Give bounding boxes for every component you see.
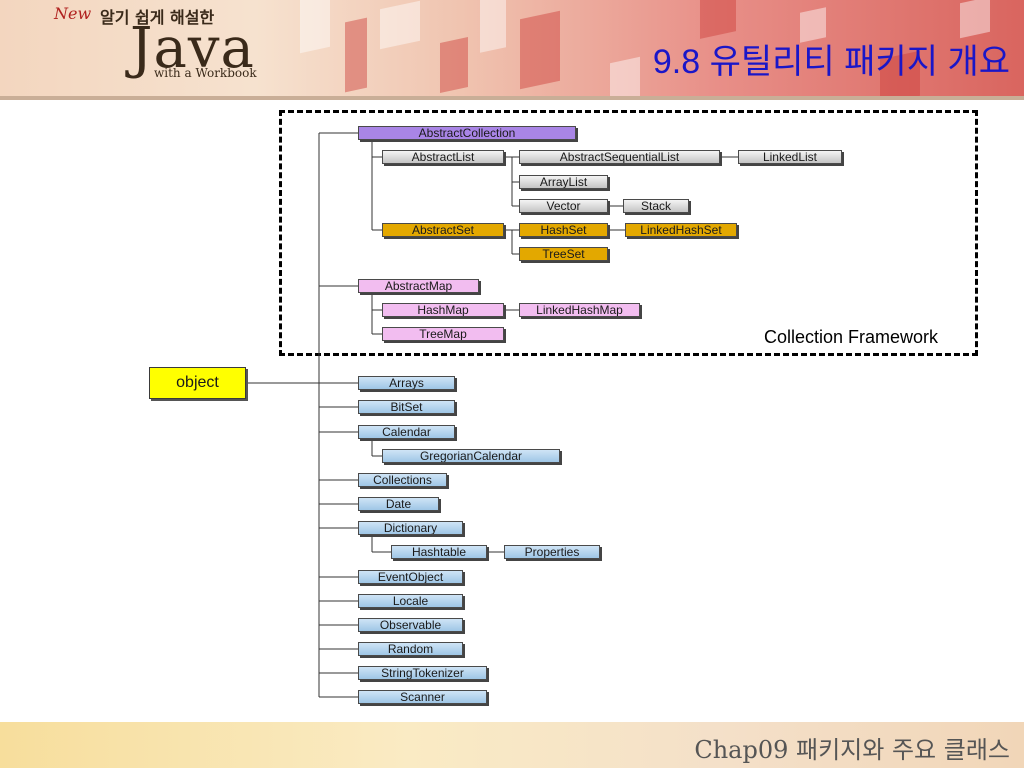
logo-korean-text: 알기 쉽게 해설한 — [100, 8, 215, 27]
class-node-stack: Stack — [623, 199, 689, 213]
class-node-locale: Locale — [358, 594, 463, 608]
class-node-dictionary: Dictionary — [358, 521, 463, 535]
class-node-calendar: Calendar — [358, 425, 455, 439]
collection-framework-label: Collection Framework — [764, 327, 939, 347]
class-node-treemap: TreeMap — [382, 327, 504, 341]
logo-subtitle: with a Workbook — [154, 66, 257, 80]
class-node-arraylist: ArrayList — [519, 175, 608, 189]
class-node-abstractmap: AbstractMap — [358, 279, 479, 293]
class-node-object: object — [149, 367, 246, 399]
header-divider — [0, 96, 1024, 100]
class-node-linkedhashmap: LinkedHashMap — [519, 303, 640, 317]
class-node-random: Random — [358, 642, 463, 656]
class-node-arrays: Arrays — [358, 376, 455, 390]
class-node-hashset: HashSet — [519, 223, 608, 237]
class-node-stringtokenizer: StringTokenizer — [358, 666, 487, 680]
header-banner: New 알기 쉽게 해설한 Java with a Workbook 9.8 유… — [0, 0, 1024, 100]
class-node-treeset: TreeSet — [519, 247, 608, 261]
class-node-abstractlist: AbstractList — [382, 150, 504, 164]
class-node-scanner: Scanner — [358, 690, 487, 704]
class-node-observable: Observable — [358, 618, 463, 632]
class-node-bitset: BitSet — [358, 400, 455, 414]
logo-java-text: Java — [130, 16, 255, 81]
footer-bar: Chap09 패키지와 주요 클래스 — [0, 722, 1024, 768]
collection-framework-frame — [279, 110, 978, 356]
class-node-hashtable: Hashtable — [391, 545, 487, 559]
class-node-collections: Collections — [358, 473, 447, 487]
class-node-date: Date — [358, 497, 439, 511]
class-node-abstractcollection: AbstractCollection — [358, 126, 576, 140]
class-node-linkedlist: LinkedList — [738, 150, 842, 164]
book-logo: New 알기 쉽게 해설한 Java with a Workbook — [50, 2, 280, 96]
class-node-abstractsequentiallist: AbstractSequentialList — [519, 150, 720, 164]
footer-chapter-title: Chap09 패키지와 주요 클래스 — [694, 736, 1010, 764]
class-node-eventobject: EventObject — [358, 570, 463, 584]
class-node-abstractset: AbstractSet — [382, 223, 504, 237]
class-node-hashmap: HashMap — [382, 303, 504, 317]
class-node-properties: Properties — [504, 545, 600, 559]
class-node-linkedhashset: LinkedHashSet — [625, 223, 737, 237]
class-node-vector: Vector — [519, 199, 608, 213]
class-node-gregoriancalendar: GregorianCalendar — [382, 449, 560, 463]
slide-title: 9.8 유틸리티 패키지 개요 — [652, 43, 1010, 81]
logo-new-text: New — [54, 4, 92, 23]
